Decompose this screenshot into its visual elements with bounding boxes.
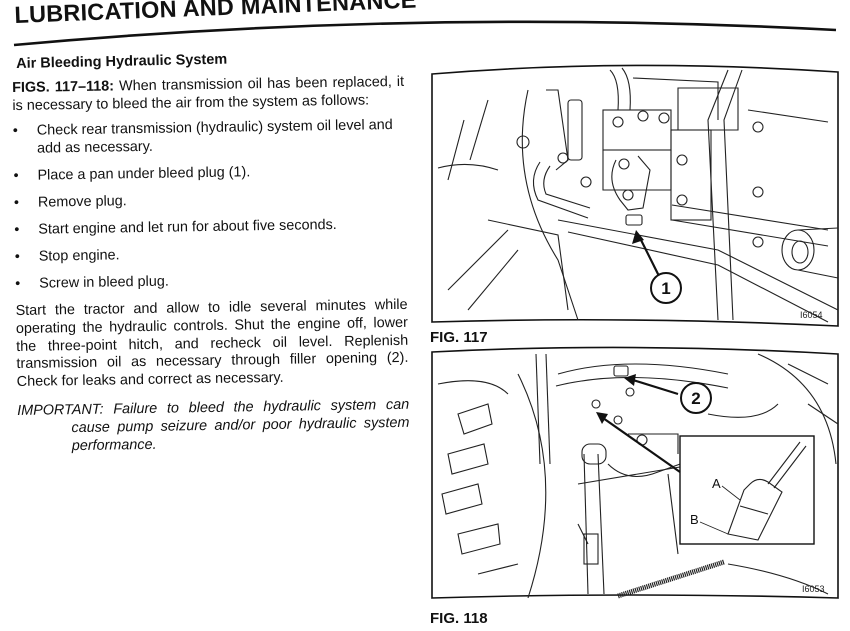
arrow-head-icon — [632, 230, 644, 244]
section-heading: Air Bleeding Hydraulic System — [16, 51, 228, 72]
bullet-icon: • — [14, 249, 20, 266]
figure-frame — [431, 64, 839, 327]
spring-icon — [617, 559, 725, 599]
figure-reference: FIGS. 117–118: — [12, 78, 115, 96]
step-item: • Stop engine. — [15, 243, 407, 267]
bullet-icon: • — [14, 221, 20, 239]
callout-arrow — [632, 378, 679, 396]
dipstick-inset — [679, 435, 815, 545]
callout-1: 1 — [661, 279, 670, 298]
figure-code: I6053 — [802, 584, 825, 594]
followup-paragraph: Start the tractor and allow to idle seve… — [15, 297, 409, 390]
bullet-icon: • — [15, 276, 21, 293]
procedure-steps: • Check rear transmission (hydraulic) sys… — [13, 117, 408, 294]
figure-code: I6054 — [800, 310, 823, 320]
step-text: Screw in bleed plug. — [39, 273, 169, 292]
step-text: Stop engine. — [38, 247, 120, 265]
body-text-column: FIGS. 117–118: When transmission oil has… — [12, 74, 410, 456]
arrow-head-icon — [624, 374, 636, 386]
step-text: Remove plug. — [37, 193, 127, 211]
step-text: Place a pan under bleed plug (1). — [37, 164, 251, 184]
callout-arrow — [639, 237, 661, 279]
callout-2: 2 — [691, 389, 700, 408]
intro-paragraph: FIGS. 117–118: When transmission oil has… — [12, 74, 405, 115]
figure-118-illustration: A B 2 I6053 — [431, 346, 839, 599]
arrow-head-icon — [596, 412, 608, 424]
important-note: IMPORTANT: Failure to bleed the hydrauli… — [17, 397, 410, 456]
figure-118-caption: FIG. 118 — [430, 610, 488, 627]
important-text: Failure to bleed the hydraulic system ca… — [71, 397, 410, 454]
inset-label-a: A — [712, 476, 721, 491]
title-rule — [13, 20, 837, 47]
figure-117-caption: FIG. 117 — [430, 329, 488, 346]
callout-circle — [680, 382, 712, 414]
bullet-icon: • — [13, 167, 19, 184]
callout-circle — [650, 272, 682, 304]
step-text: Check rear transmission (hydraulic) syst… — [36, 117, 393, 157]
figure-118: A B 2 I6053 — [428, 344, 842, 606]
step-item: • Place a pan under bleed plug (1). — [13, 162, 405, 186]
inset-label-b: B — [690, 512, 699, 527]
bullet-icon: • — [13, 194, 20, 211]
figure-117: 1 I6054 — [428, 60, 842, 332]
important-label: IMPORTANT: — [17, 401, 104, 420]
step-text: Start engine and let run for about five … — [38, 216, 337, 238]
bullet-icon: • — [12, 123, 18, 140]
figure-117-illustration: 1 I6054 — [431, 64, 839, 327]
step-item: • Check rear transmission (hydraulic) sys… — [13, 117, 406, 158]
step-item: • Remove plug. — [14, 189, 406, 213]
inset-pointer-arrow — [602, 417, 681, 473]
step-item: • Start engine and let run for about five… — [14, 216, 406, 240]
step-item: • Screw in bleed plug. — [15, 270, 407, 294]
